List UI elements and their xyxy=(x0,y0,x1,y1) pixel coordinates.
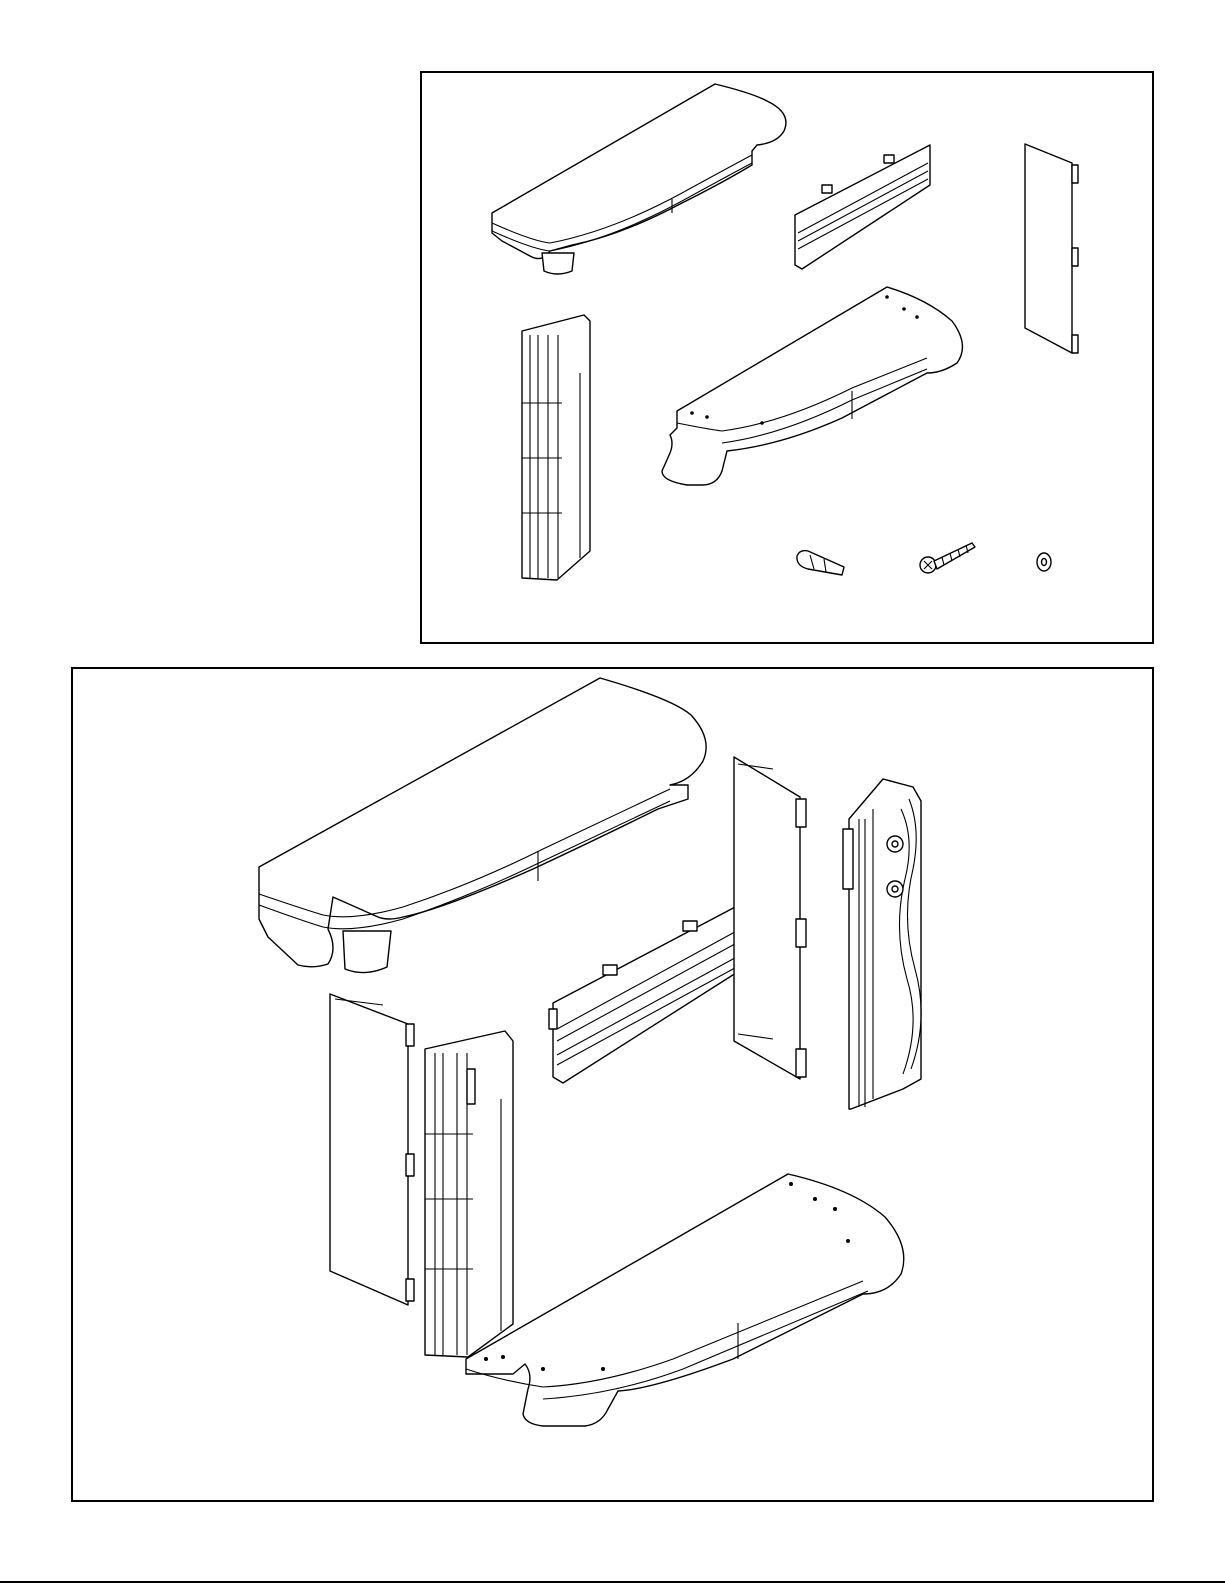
screw xyxy=(920,543,975,573)
side-panel-left xyxy=(330,994,414,1305)
footer-rule xyxy=(0,1581,1225,1583)
exploded-assembly-frame xyxy=(71,667,1154,1502)
mantel-top-shelf xyxy=(492,84,786,274)
back-rail xyxy=(795,145,930,269)
side-panel-right xyxy=(734,757,806,1079)
wall-anchor xyxy=(797,551,844,575)
mantel-top-shelf xyxy=(259,678,706,973)
parts-overview-frame xyxy=(420,71,1154,644)
exploded-assembly-drawing xyxy=(73,669,1156,1504)
washer xyxy=(1037,553,1051,571)
base-plinth xyxy=(466,1174,904,1426)
leg-column xyxy=(522,315,590,580)
back-rail xyxy=(549,895,758,1083)
parts-overview-drawing xyxy=(422,73,1156,646)
leg-column xyxy=(425,1031,513,1357)
side-panel xyxy=(1025,144,1078,353)
base-plinth xyxy=(662,287,962,485)
scroll-leg xyxy=(843,779,921,1109)
